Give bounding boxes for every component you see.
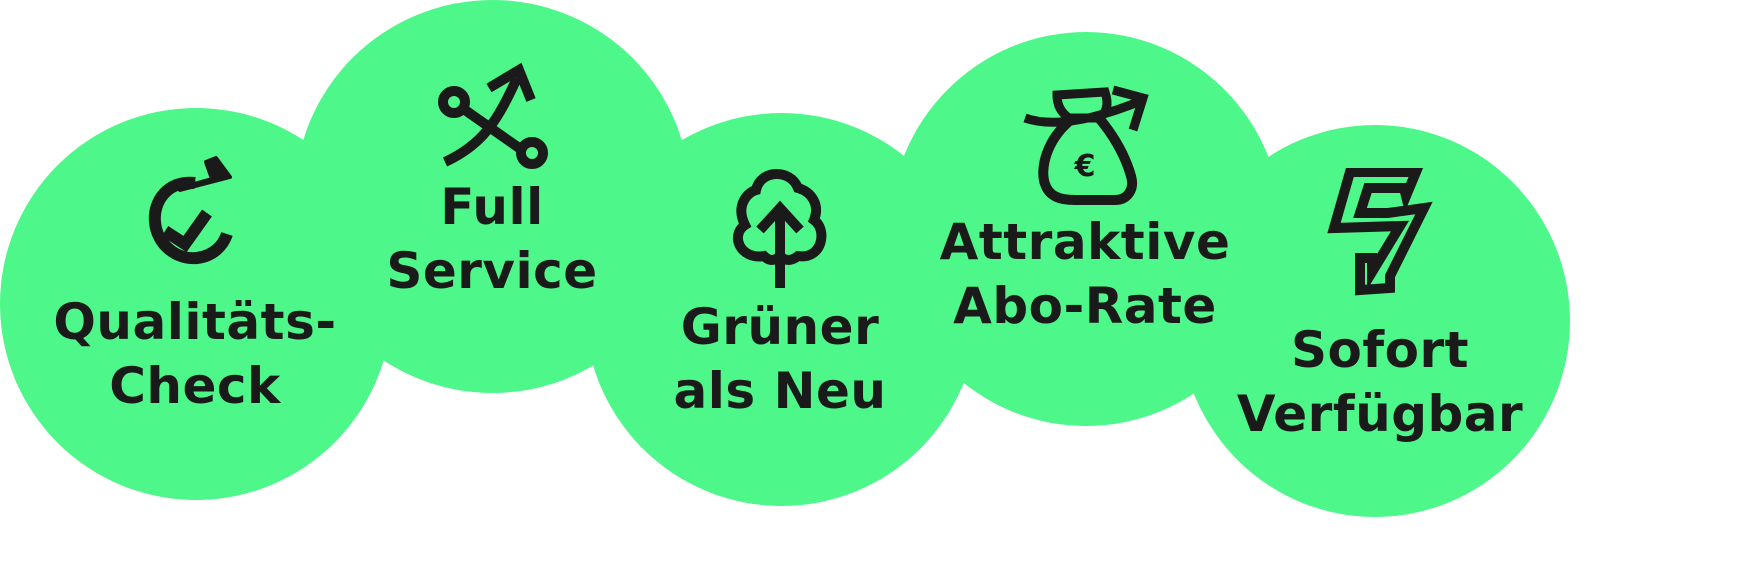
feature-qualitaets-check: Qualitäts- Check: [45, 150, 345, 418]
feature-full-service: Full Service: [386, 60, 597, 303]
label-line-1: Full: [440, 178, 544, 236]
feature-sofort-verfuegbar: Sofort Verfügbar: [1230, 168, 1530, 446]
label-line-2: Check: [109, 357, 281, 415]
tools-arrow-icon: [438, 62, 548, 169]
money-bag-euro-icon: €: [1023, 85, 1149, 205]
label-line-1: Grüner: [680, 298, 880, 356]
label-line-1: Attraktive: [939, 213, 1231, 271]
label-line-2: Service: [386, 242, 598, 300]
label-line-2: Abo-Rate: [953, 277, 1217, 335]
label-line-2: als Neu: [673, 362, 887, 420]
tree-arrow-icon: [732, 169, 827, 288]
feature-attraktive-abo-rate: € Attraktive Abo-Rate: [940, 80, 1230, 338]
label-line-2: Verfügbar: [1236, 385, 1524, 443]
check-refresh-icon: [148, 156, 233, 265]
lightning-bolt-icon: [1327, 168, 1433, 296]
feature-gruener-als-neu: Grüner als Neu: [665, 160, 895, 423]
label-line-1: Qualitäts-: [53, 293, 337, 351]
label-line-1: Sofort: [1290, 321, 1470, 379]
svg-text:€: €: [1074, 149, 1096, 184]
